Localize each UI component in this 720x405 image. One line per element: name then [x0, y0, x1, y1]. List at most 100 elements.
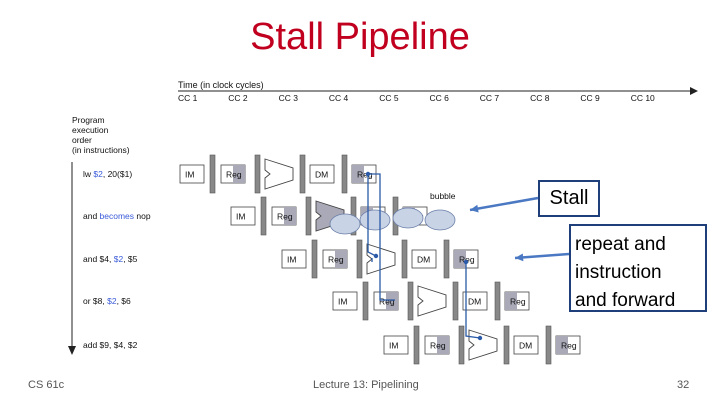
dm-stage-text: DM: [417, 255, 430, 265]
reg-read-stage-text: Reg: [328, 255, 344, 265]
instruction-part: nop: [134, 211, 151, 221]
instruction-part: becomes: [100, 211, 135, 221]
instruction-part: and: [83, 211, 100, 221]
pipeline-register-bar: [407, 281, 414, 321]
pipeline-register-bar: [341, 154, 348, 194]
forward-dot: [365, 171, 371, 177]
reg-read-stage-text: Reg: [379, 297, 395, 307]
instruction-part: , 20($1): [103, 169, 132, 179]
forward-path: [368, 173, 395, 301]
instruction-part: $2: [93, 169, 103, 179]
reg-write-stage-shade: [556, 336, 568, 354]
instruction-part: $2: [107, 296, 117, 306]
im-stage: [383, 335, 409, 355]
program-order-label: Program: [72, 115, 105, 125]
repeat-callout-line: and forward: [575, 290, 676, 311]
time-axis-label: Time (in clock cycles): [178, 80, 264, 90]
clock-cycle-label: CC 9: [580, 93, 600, 103]
im-stage-text: IM: [236, 212, 245, 222]
pipeline-register-bar: [545, 325, 552, 365]
footer-course: CS 61c: [28, 379, 65, 391]
pipeline-register-bar: [209, 154, 216, 194]
reg-write-stage-text: Reg: [459, 255, 475, 265]
clock-cycle-label: CC 10: [631, 93, 655, 103]
clock-cycle-label: CC 3: [279, 93, 299, 103]
pipeline-register-bar: [458, 325, 465, 365]
bubble-cloud: [329, 213, 361, 235]
pipeline-register-bar: [413, 325, 420, 365]
alu-shape: [417, 285, 447, 317]
clock-cycle-label: CC 5: [379, 93, 399, 103]
dm-stage: [309, 164, 335, 184]
repeat-callout-arrow-head: [515, 253, 524, 262]
reg-write-stage-text: Reg: [561, 341, 577, 351]
time-axis-arrowhead: [690, 87, 698, 95]
repeat-callout-line: instruction: [575, 262, 662, 283]
instruction-label: and becomes nop: [83, 211, 151, 221]
forward-path: [367, 174, 377, 257]
clock-cycle-label: CC 6: [430, 93, 450, 103]
pipeline-register-bar: [362, 281, 369, 321]
instruction-part: add $9, $4, $2: [83, 340, 138, 350]
repeat-callout: repeat and instruction and forward: [569, 224, 707, 312]
program-order-arrowhead: [68, 346, 76, 355]
im-stage: [281, 249, 307, 269]
bubble-cloud: [392, 207, 424, 229]
instruction-part: lw: [83, 169, 93, 179]
dm-stage-text: DM: [519, 341, 532, 351]
clock-cycle-label: CC 7: [480, 93, 500, 103]
pipeline-register-bar: [443, 239, 450, 279]
alu-shape: [366, 243, 396, 275]
alu-shape: [264, 158, 294, 190]
reg-read-stage-shade: [335, 250, 347, 268]
instruction-label: add $9, $4, $2: [83, 340, 138, 350]
program-order-label: execution: [72, 125, 109, 135]
pipeline-register-bar: [305, 196, 312, 236]
im-stage: [332, 291, 358, 311]
reg-write-stage-shade: [352, 165, 364, 183]
stall-callout-arrow-head: [470, 204, 479, 213]
instruction-label: or $8, $2, $6: [83, 296, 131, 306]
im-stage: [230, 206, 256, 226]
bubble-label: bubble: [430, 191, 456, 201]
pipeline-register-bar: [503, 325, 510, 365]
stall-callout-arrow: [469, 196, 539, 212]
reg-read-stage-shade: [233, 165, 245, 183]
footer-lecture: Lecture 13: Pipelining: [313, 379, 419, 391]
program-order-label: order: [72, 135, 92, 145]
repeat-callout-line: repeat and: [575, 234, 666, 255]
instruction-part: and $4,: [83, 254, 114, 264]
footer-page-number: 32: [677, 379, 690, 391]
forward-dot: [373, 253, 379, 259]
reg-read-stage-text: Reg: [430, 341, 446, 351]
clock-cycle-label: CC 1: [178, 93, 198, 103]
instruction-label: and $4, $2, $5: [83, 254, 138, 264]
bubble-cloud: [424, 209, 456, 231]
stall-callout: Stall: [538, 180, 600, 217]
reg-write-stage-shade: [454, 250, 466, 268]
clock-cycle-label: CC 2: [228, 93, 248, 103]
pipeline-register-bar: [254, 154, 261, 194]
dm-stage-text: DM: [315, 170, 328, 180]
pipeline-register-bar: [494, 281, 501, 321]
instruction-label: lw $2, 20($1): [83, 169, 132, 179]
dm-stage: [513, 335, 539, 355]
reg-read-stage-text: Reg: [277, 212, 293, 222]
pipeline-register-bar: [311, 239, 318, 279]
instruction-part: $2: [114, 254, 124, 264]
program-order-label: (in instructions): [72, 145, 130, 155]
dm-stage: [411, 249, 437, 269]
instruction-part: or $8,: [83, 296, 107, 306]
pipeline-register-bar: [452, 281, 459, 321]
clock-cycle-label: CC 4: [329, 93, 349, 103]
forward-dot: [477, 335, 483, 341]
reg-read-stage-shade: [437, 336, 449, 354]
slide-title: Stall Pipeline: [250, 16, 470, 58]
bubble-cloud: [359, 209, 391, 231]
reg-read-stage-text: Reg: [226, 170, 242, 180]
repeat-callout-arrow: [514, 252, 570, 260]
im-stage-text: IM: [185, 170, 194, 180]
reg-read-stage-shade: [386, 292, 398, 310]
instruction-part: , $5: [123, 254, 137, 264]
